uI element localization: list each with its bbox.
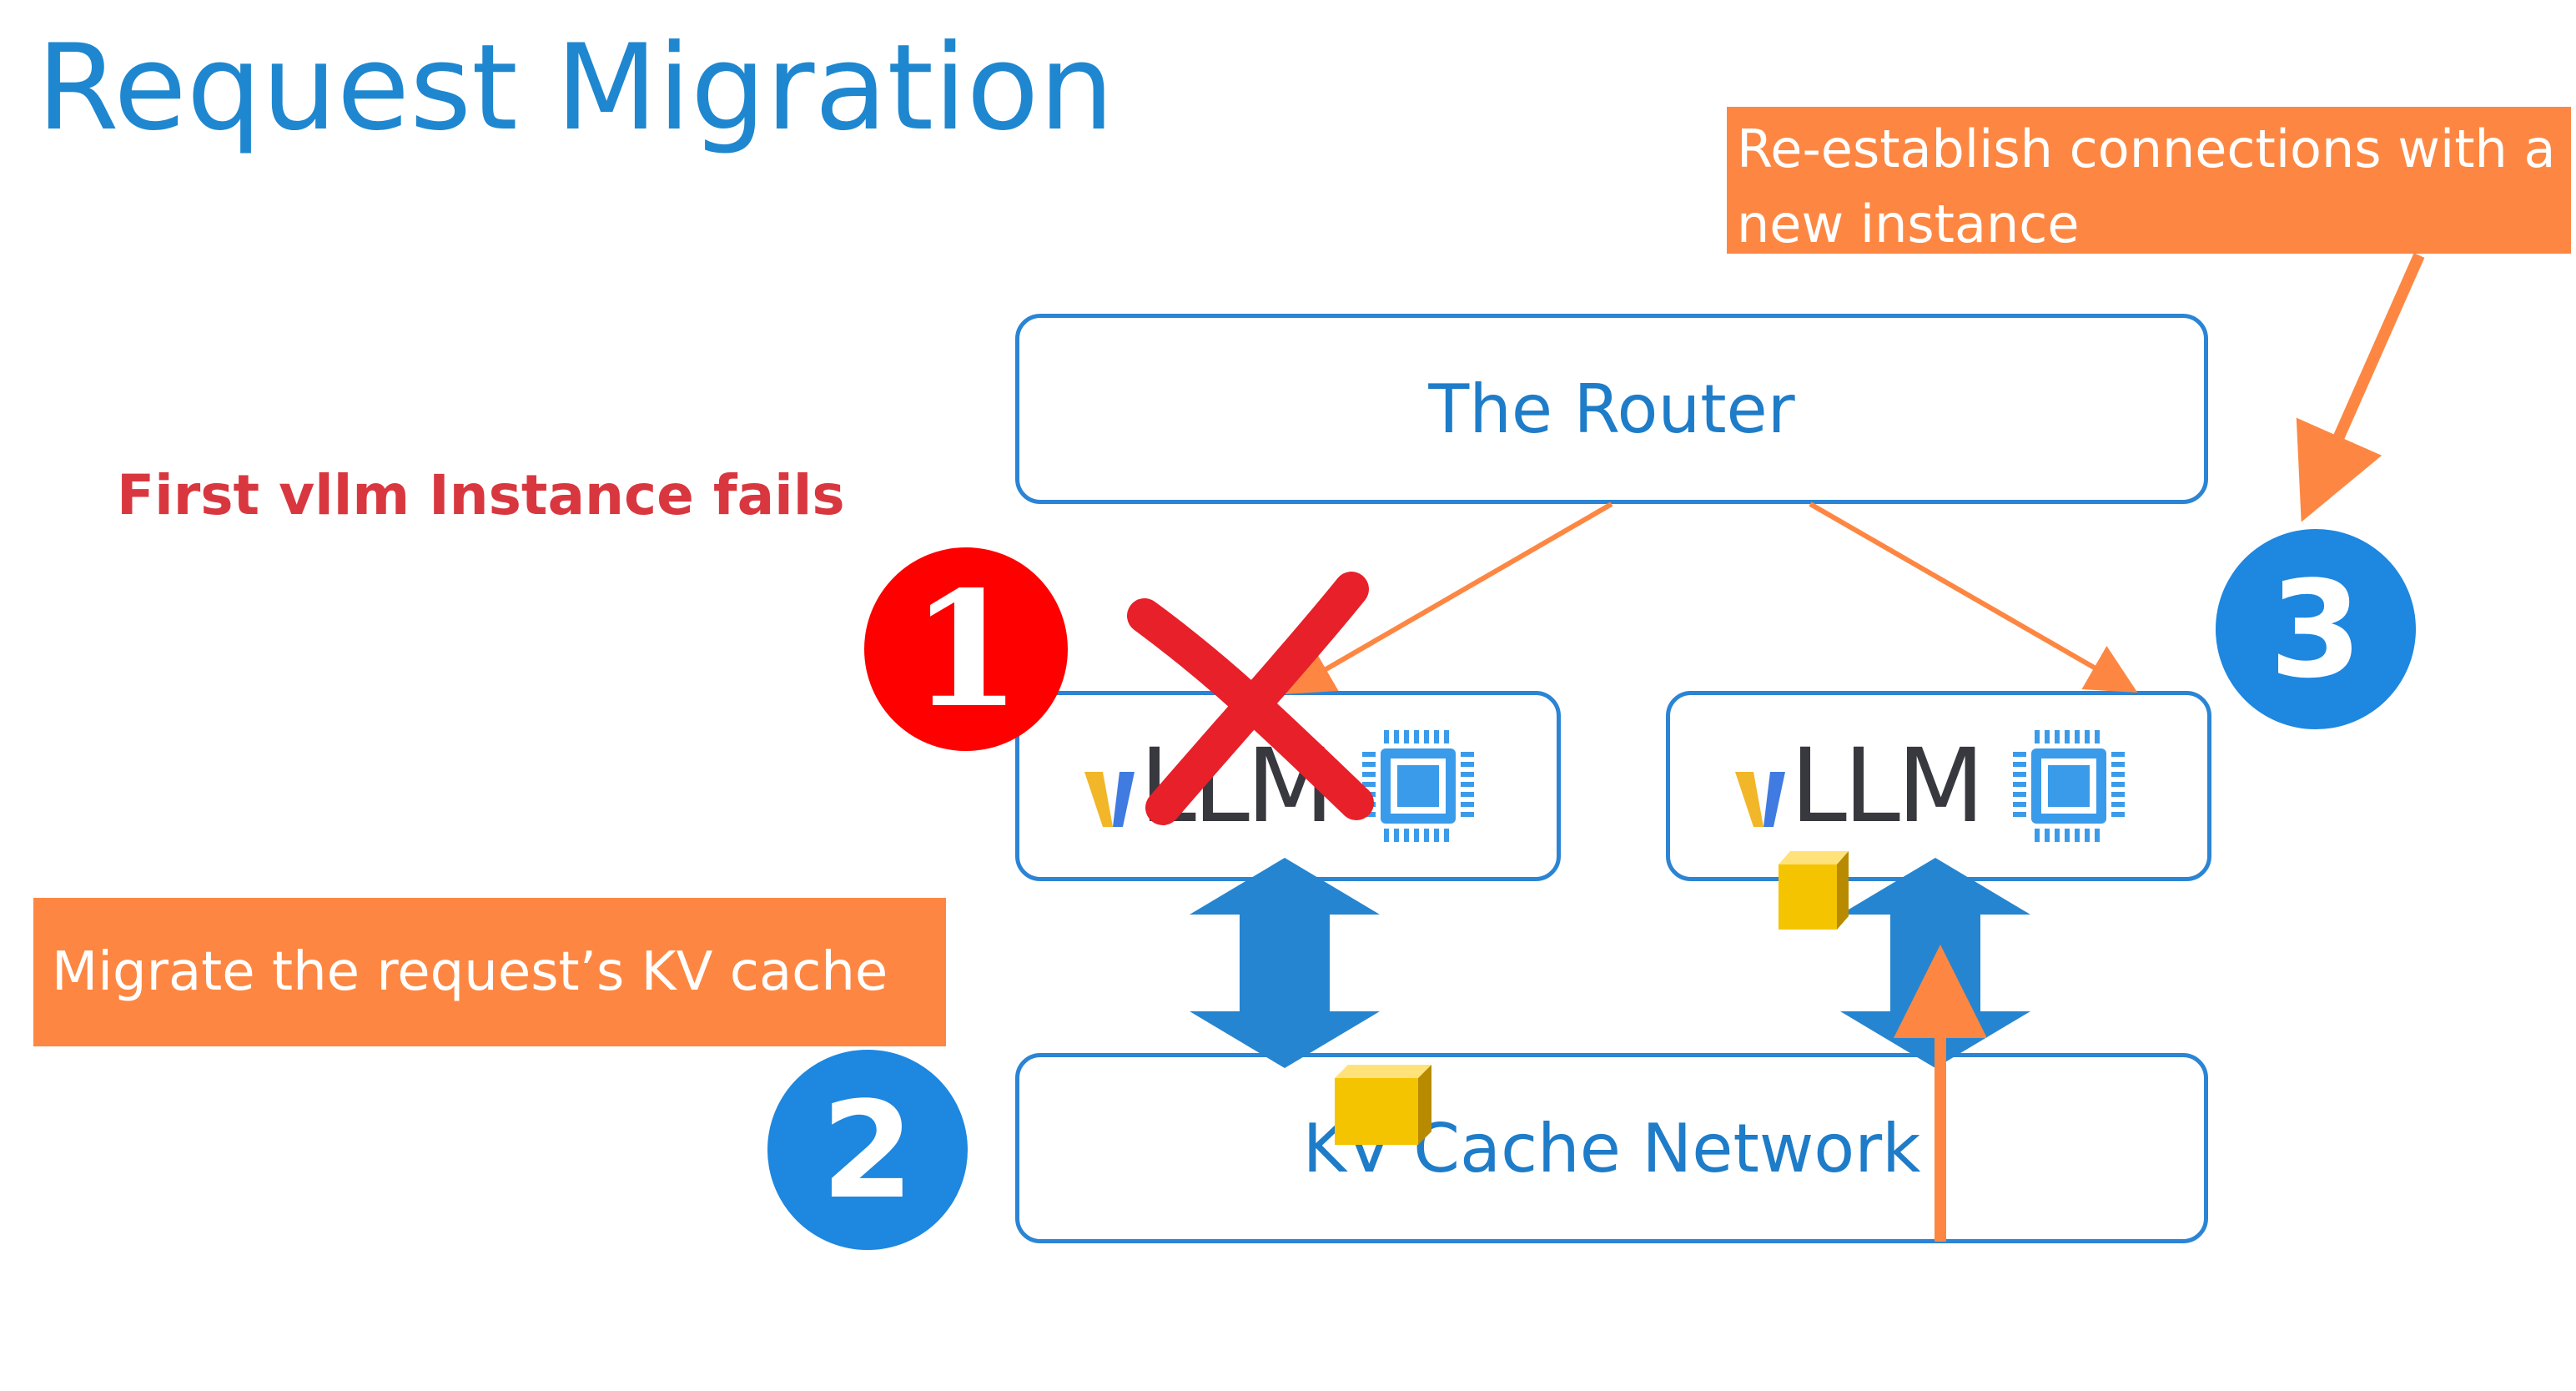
- chip-icon: [2013, 730, 2126, 842]
- vllm-logo-mark-icon: [1735, 772, 1785, 827]
- failure-x-icon: [1127, 572, 1374, 825]
- kv-cache-network-box: KV Cache Network: [1015, 1053, 2208, 1243]
- reestablish-note-text: Re-establish connections with a new inst…: [1737, 118, 2556, 255]
- chip-icon: [1362, 730, 1475, 842]
- migrate-note: Migrate the request’s KV cache: [33, 898, 946, 1046]
- vllm-logo-mark-icon: [1084, 772, 1135, 827]
- vllm-logo-text: LLM: [1790, 727, 1985, 845]
- kv-cache-block-icon: [1335, 1065, 1431, 1145]
- failure-label: First vllm Instance fails: [117, 463, 845, 527]
- page-title: Request Migration: [37, 19, 1114, 157]
- vllm-instance-2: LLM: [1666, 691, 2211, 881]
- reestablish-arrow: [2296, 253, 2425, 522]
- step-3-number: 3: [2269, 551, 2362, 708]
- step-1-badge: 1: [864, 547, 1068, 751]
- router-box: The Router: [1015, 314, 2208, 504]
- step-2-badge: 2: [767, 1050, 968, 1250]
- router-label: The Router: [1428, 370, 1795, 448]
- step-2-number: 2: [821, 1071, 914, 1228]
- kv-cache-block-icon: [1779, 851, 1849, 930]
- router-to-instance-2-arrow: [1809, 501, 2138, 693]
- migrate-note-text: Migrate the request’s KV cache: [52, 941, 888, 1003]
- kv-transfer-double-arrow-1: [1190, 858, 1380, 1068]
- reestablish-note: Re-establish connections with a new inst…: [1727, 107, 2571, 255]
- step-3-badge: 3: [2216, 529, 2416, 729]
- step-1-number: 1: [910, 556, 1022, 743]
- router-to-instance-1-arrow: [1282, 501, 1613, 695]
